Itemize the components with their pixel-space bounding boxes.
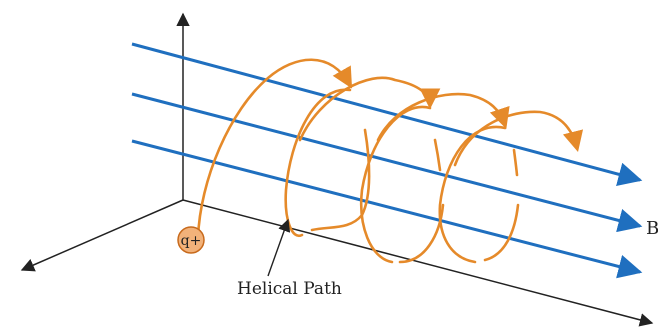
charge-label: q+ [181, 233, 202, 249]
field-lines [131, 42, 643, 279]
helix-segment-6 [398, 203, 445, 264]
field-line-top [131, 42, 643, 187]
field-line-middle [131, 92, 643, 233]
helix-segment-5 [359, 105, 432, 264]
helix-segment-1 [196, 58, 353, 240]
helical-path-label: Helical Path [237, 279, 342, 299]
right-axis [182, 199, 654, 327]
helix-segment-10 [483, 203, 520, 262]
field-line-bottom [131, 139, 643, 279]
charge: q+ [177, 226, 205, 254]
path-pointer [267, 218, 291, 277]
helix-segment-2 [284, 88, 352, 238]
charge-circle [177, 226, 205, 254]
left-axis [20, 199, 184, 272]
helix-segment-8 [376, 92, 510, 142]
helix-segment-9 [438, 125, 507, 264]
field-label: B [646, 218, 658, 239]
helix-segment-11 [512, 148, 519, 177]
helix-segment-12 [453, 110, 584, 167]
axes [20, 12, 654, 327]
helical-path [196, 58, 584, 264]
helix-segment-7 [433, 138, 442, 172]
helix-segment-4 [298, 76, 441, 142]
path-annotation: Helical Path [237, 218, 342, 299]
